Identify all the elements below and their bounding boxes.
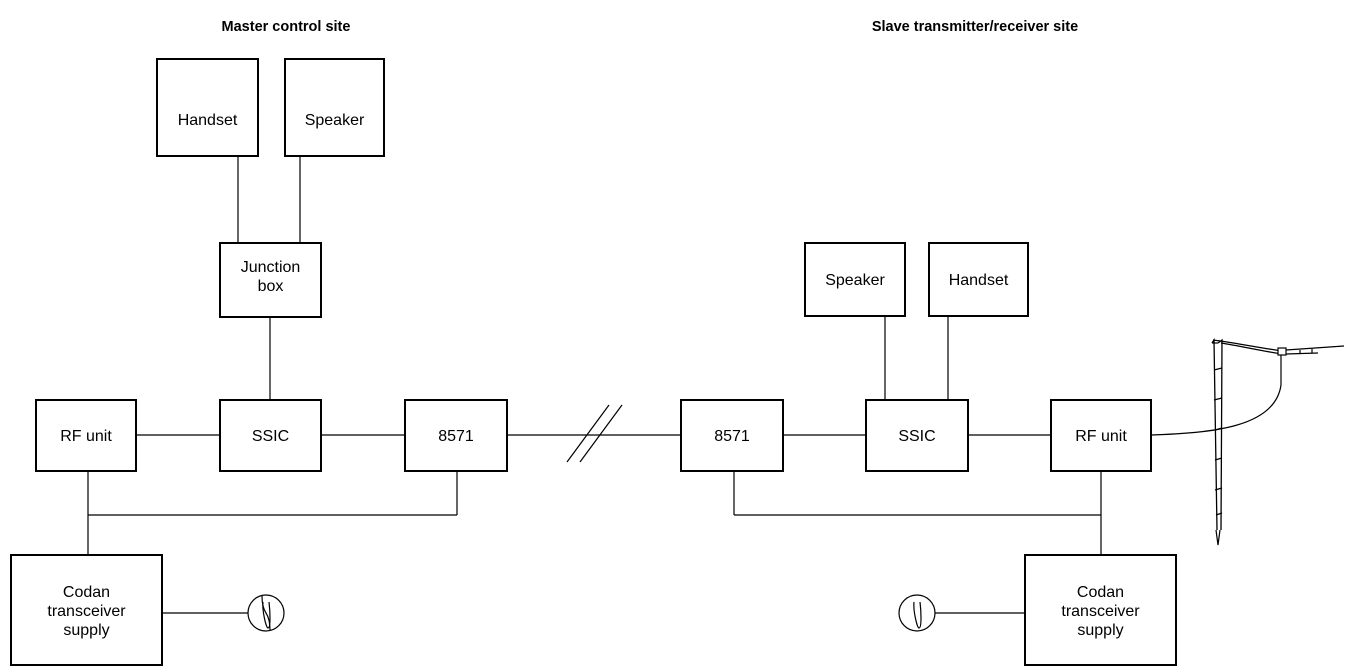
slave-site-heading: Slave transmitter/receiver site [872,19,1078,35]
junction-box: Junction box [219,242,322,318]
master-rf-unit-box: RF unit [35,399,137,472]
slave-ssic-label: SSIC [898,428,935,445]
master-ac-source-icon [247,594,285,632]
master-speaker-box: Speaker [284,58,385,157]
slave-ssic-box: SSIC [865,399,969,472]
master-wiring [87,157,681,614]
slave-supply-label-line3: supply [1077,622,1123,639]
master-rf-unit-label: RF unit [60,428,112,445]
slave-wiring [733,316,1282,614]
slave-ac-source-icon [898,594,936,632]
slave-8571-box: 8571 [680,399,784,472]
slave-speaker-label: Speaker [825,272,885,289]
master-supply-box: Codan transceiver supply [10,554,163,666]
slave-supply-label-line2: transceiver [1061,603,1140,620]
master-8571-box: 8571 [404,399,508,472]
slave-handset-box: Handset [928,242,1029,317]
master-handset-label: Handset [178,112,238,129]
master-supply-label-line3: supply [63,622,109,639]
antenna-icon [1211,337,1345,546]
slave-supply-label-line1: Codan [1077,584,1124,601]
master-supply-label-line1: Codan [63,584,110,601]
slave-supply-box: Codan transceiver supply [1024,554,1177,666]
link-break-mark [566,404,623,463]
master-8571-label: 8571 [438,428,474,445]
junction-box-label-line2: box [258,278,284,295]
slave-rf-unit-label: RF unit [1075,428,1127,445]
master-supply-label-line2: transceiver [47,603,126,620]
master-handset-box: Handset [156,58,259,157]
slave-8571-label: 8571 [714,428,750,445]
slave-handset-label: Handset [949,272,1009,289]
slave-rf-unit-box: RF unit [1050,399,1152,472]
slave-speaker-box: Speaker [804,242,906,317]
master-speaker-label: Speaker [305,112,365,129]
master-site-heading: Master control site [222,19,351,35]
junction-box-label-line1: Junction [241,259,301,276]
master-ssic-box: SSIC [219,399,322,472]
master-ssic-label: SSIC [252,428,289,445]
